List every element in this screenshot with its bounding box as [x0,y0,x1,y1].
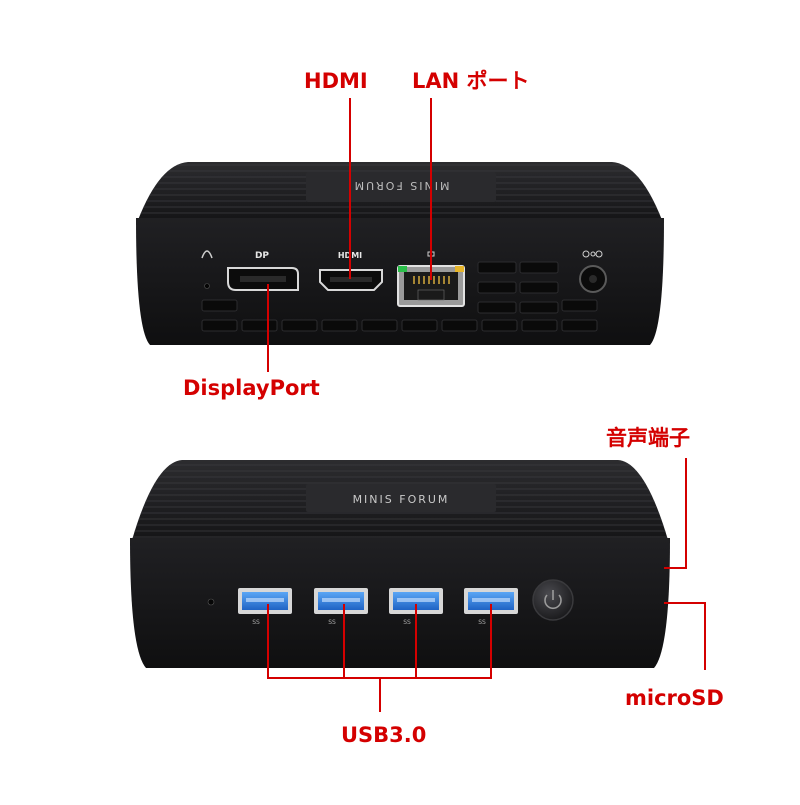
callout-lines [267,98,706,712]
usb-port-4[interactable]: SS [464,588,518,626]
svg-text:SS: SS [478,619,486,626]
usb-port-1[interactable]: SS [238,588,292,626]
rear-brand-text: MINIS FORUM [353,179,450,192]
audio-callout-line [664,458,687,569]
usb-port-2[interactable]: SS [314,588,368,626]
svg-text:SS: SS [252,619,260,626]
power-button[interactable] [532,579,574,621]
status-led [207,598,215,606]
dp-port-label: DP [255,251,269,261]
reset-pinhole[interactable] [204,283,210,289]
power-icon [544,590,562,610]
rear-device: MINIS FORUM DP [136,162,664,345]
usb-port-3[interactable]: SS [389,588,443,626]
svg-text:SS: SS [328,619,336,626]
audio-callout-label: 音声端子 [606,426,690,450]
usb-callout-label: USB3.0 [341,723,427,747]
displayport-callout-label: DisplayPort [183,376,320,400]
front-device: MINIS FORUM SS SS SS SS [130,460,670,668]
lan-callout-label: LAN ポート [412,69,530,93]
rear-vents [201,261,598,332]
antenna-icon [201,250,213,259]
dc-power-icon [582,250,603,258]
microsd-callout-line [664,602,706,670]
front-brand-plate [306,484,496,512]
microsd-callout-label: microSD [625,686,724,710]
hdmi-callout-label: HDMI [304,69,368,93]
front-brand-text: MINIS FORUM [353,493,450,506]
svg-text:SS: SS [403,619,411,626]
rear-brand-plate [306,172,496,202]
